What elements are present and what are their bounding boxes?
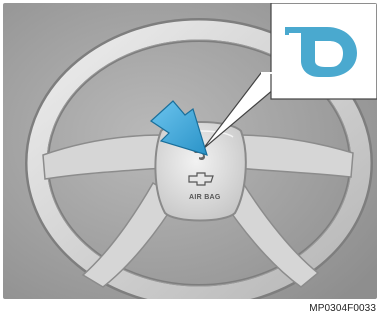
figure-code: MP0304F0033 — [309, 303, 376, 314]
airbag-label: AIR BAG — [189, 194, 221, 201]
steering-wheel-illustration: AIR BAG — [3, 3, 377, 299]
horn-callout-box — [261, 3, 377, 99]
